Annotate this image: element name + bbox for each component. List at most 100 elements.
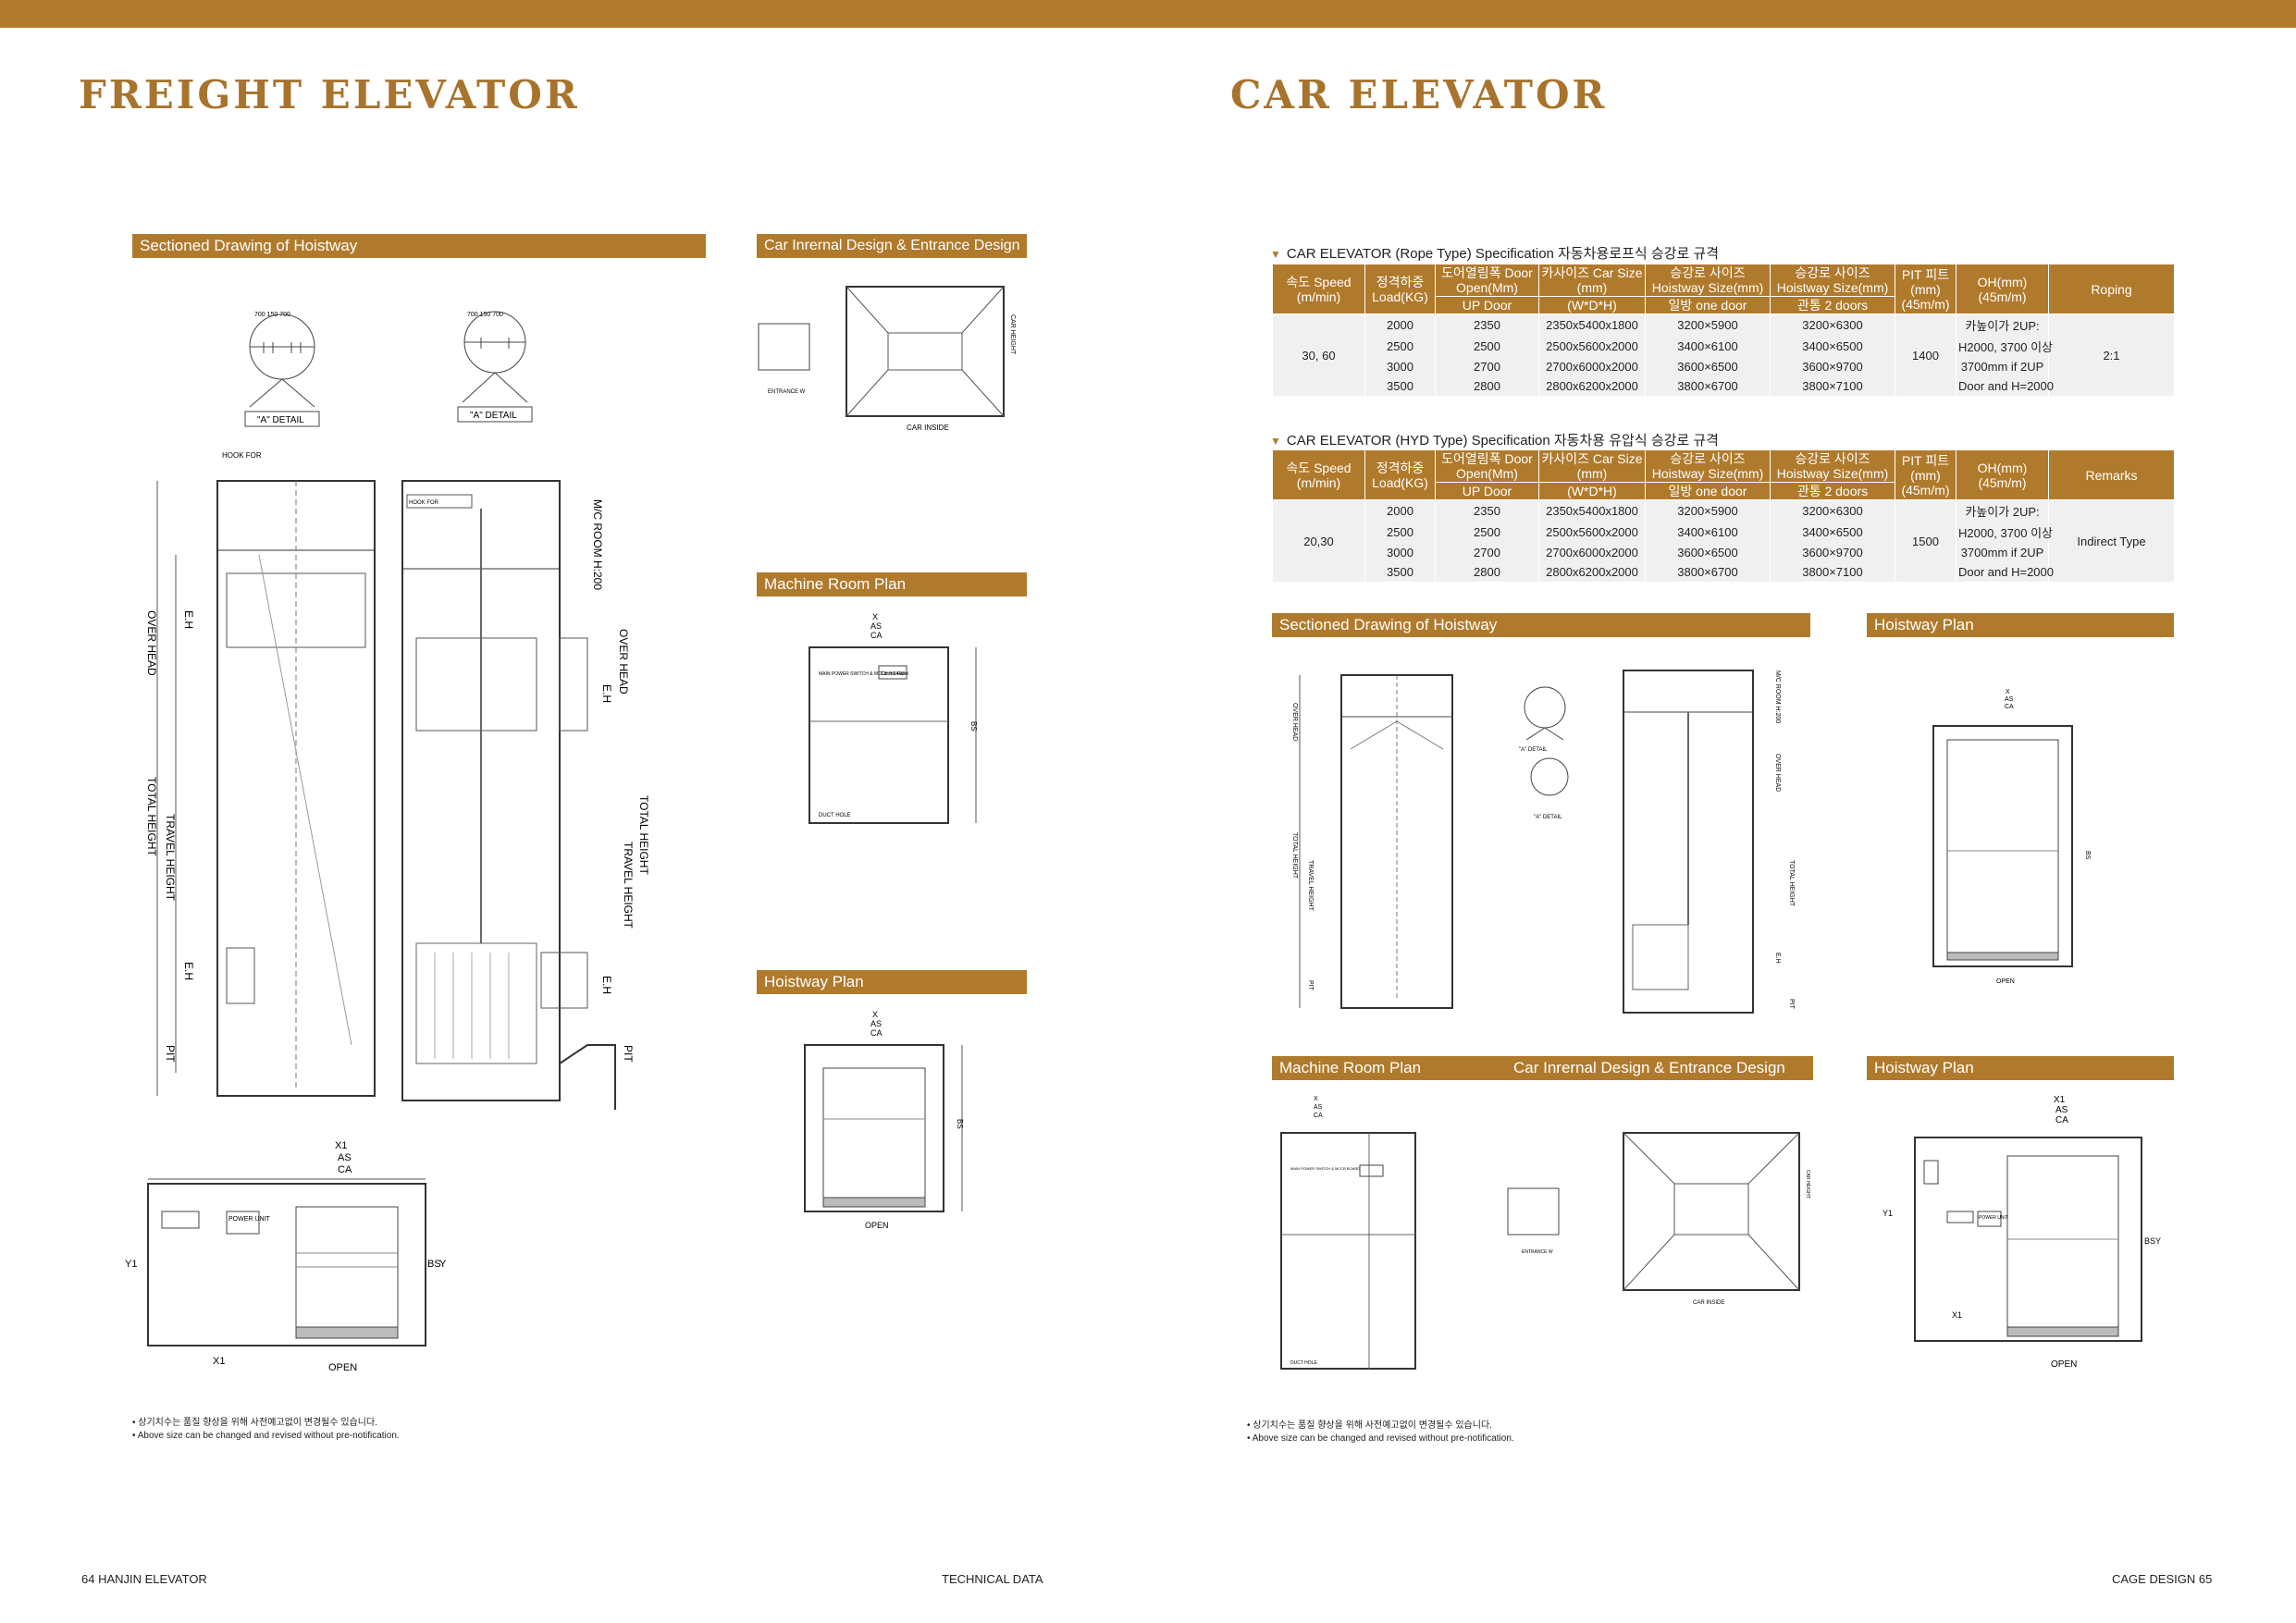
svg-text:OVER HEAD: OVER HEAD (1774, 754, 1781, 792)
car-cell: 2700x6000x2000 (1538, 357, 1646, 376)
svg-text:OPEN: OPEN (328, 1362, 357, 1373)
car-cell: 2800x6200x2000 (1538, 376, 1646, 396)
svg-text:CA: CA (2005, 704, 2014, 710)
svg-text:700 150 700: 700 150 700 (254, 312, 290, 318)
hoist1-cell: 3600×6500 (1645, 357, 1771, 376)
right-note-ko: • 상기치수는 품질 향상을 위해 사전예고없이 변경될수 있습니다. (1247, 1420, 1492, 1431)
footer-center: TECHNICAL DATA (942, 1572, 1043, 1586)
left-machine-room-header: Machine Room Plan (757, 572, 1027, 596)
hdr-door: 도어열림폭 Door Open(Mm) (1435, 449, 1539, 483)
svg-text:DUCT HOLE: DUCT HOLE (819, 813, 851, 818)
left-note-en: • Above size can be changed and revised … (132, 1431, 400, 1441)
oh-cell: 카높이가 2UP: (1956, 499, 2049, 522)
hdr-hoist2: 승강로 사이즈 Hoistway Size(mm) (1770, 449, 1895, 483)
hoist1-cell: 3600×6500 (1645, 543, 1771, 562)
right-sectioned-header: Sectioned Drawing of Hoistway (1272, 613, 1810, 637)
left-hoistway-plan-header: Hoistway Plan (757, 970, 1027, 994)
speed-cell: 20,30 (1272, 499, 1365, 582)
car-cell: 2700x6000x2000 (1538, 543, 1646, 562)
roping-cell: 2:1 (2048, 314, 2175, 396)
table-row: 2500 2500 2500x5600x2000 3400×6100 3400×… (1273, 336, 2175, 357)
table-row: 3000 2700 2700x6000x2000 3600×6500 3600×… (1273, 357, 2175, 376)
car-elevator-title: CAR ELEVATOR (1230, 72, 1608, 117)
door-cell: 2700 (1435, 357, 1539, 376)
svg-text:CA: CA (1314, 1113, 1323, 1119)
svg-text:HOOK FOR: HOOK FOR (222, 451, 262, 460)
table-row: 30, 60 2000 2350 2350x5400x1800 3200×590… (1272, 314, 2175, 396)
remarks-cell: Indirect Type (2048, 499, 2175, 582)
svg-text:MAIN POWER SWITCH & MCCB BOARD: MAIN POWER SWITCH & MCCB BOARD (1290, 1166, 1360, 1171)
hoist2-cell: 3400×6500 (1770, 336, 1895, 357)
hoist1-cell: 3400×6100 (1645, 522, 1771, 543)
svg-text:OVER HEAD: OVER HEAD (145, 610, 158, 676)
car-cell: 2500x5600x2000 (1538, 522, 1646, 543)
right-hoistway-plan-header: Hoistway Plan (1867, 613, 2174, 637)
triangle-icon: ▼ (1270, 248, 1281, 261)
triangle-icon: ▼ (1270, 435, 1281, 448)
svg-text:Y: Y (2155, 1236, 2161, 1246)
oh-cell: 3700mm if 2UP (1956, 543, 2049, 562)
pit-cell: 1400 (1895, 314, 1957, 396)
oh-cell: H2000, 3700 이상 (1956, 522, 2053, 543)
table-row: 2500 2500 2500x5600x2000 3400×6100 3400×… (1273, 522, 2175, 543)
door-cell: 2350 (1435, 499, 1539, 522)
hdr-car: 카사이즈 Car Size (mm) (1538, 264, 1646, 297)
hoist2-cell: 3200×6300 (1770, 314, 1895, 336)
svg-text:700 150 700: 700 150 700 (467, 312, 503, 318)
door-cell: 2800 (1435, 376, 1539, 396)
hoist2-cell: 3600×9700 (1770, 543, 1895, 562)
freight-hoistway-plan-small: X AS CA OPEN BS (796, 1008, 1018, 1239)
hoist1-cell: 3400×6100 (1645, 336, 1771, 357)
svg-text:BS: BS (2144, 1236, 2155, 1246)
hdr-load: 정격하중 Load(KG) (1364, 449, 1436, 500)
hyd-table-title: ▼CAR ELEVATOR (HYD Type) Specification 자… (1270, 430, 1719, 449)
right-note: • 상기치수는 품질 향상을 위해 사전예고없이 변경될수 있습니다. • Ab… (1247, 1420, 1514, 1445)
svg-text:"A" DETAIL: "A" DETAIL (1519, 747, 1548, 753)
door-cell: 2700 (1435, 543, 1539, 562)
a-detail-drawing-1: 700 150 700 "A" DETAIL (213, 305, 416, 435)
right-hoistway-plan2-header: Hoistway Plan (1867, 1056, 2174, 1080)
svg-text:X1: X1 (335, 1140, 347, 1151)
svg-text:M/C ROOM H:200: M/C ROOM H:200 (591, 499, 604, 590)
svg-text:TOTAL HEIGHT: TOTAL HEIGHT (1291, 832, 1298, 879)
load-cell: 2000 (1364, 314, 1436, 336)
hoist2-cell: 3600×9700 (1770, 357, 1895, 376)
svg-text:E.H: E.H (182, 962, 195, 980)
car-cell: 2350x5400x1800 (1538, 314, 1646, 336)
svg-text:CAR HEIGHT: CAR HEIGHT (1009, 314, 1016, 355)
svg-text:Control Panel: Control Panel (881, 671, 908, 677)
hdr-hoist2-sub: 관통 2 doors (1770, 482, 1895, 500)
a-detail-drawing-2: 700 150 700 "A" DETAIL (435, 305, 638, 435)
hoist2-cell: 3200×6300 (1770, 499, 1895, 522)
svg-text:OPEN: OPEN (1996, 978, 2015, 985)
footer-left: 64 HANJIN ELEVATOR (81, 1572, 207, 1586)
oh-cell: Door and H=2000 (1956, 376, 2054, 396)
svg-text:TOTAL HEIGHT: TOTAL HEIGHT (145, 777, 158, 856)
svg-text:BS: BS (956, 1119, 964, 1129)
svg-text:TRAVEL HEIGHT: TRAVEL HEIGHT (164, 814, 177, 902)
car-machine-room-drawing: X AS CA MAIN POWER SWITCH & MCCB BOARD D… (1277, 1091, 1425, 1387)
hdr-speed: 속도 Speed (m/min) (1272, 264, 1365, 314)
svg-text:Y1: Y1 (125, 1259, 137, 1270)
table-row: 3500 2800 2800x6200x2000 3800×6700 3800×… (1273, 376, 2175, 396)
svg-text:"A" DETAIL: "A" DETAIL (470, 411, 517, 421)
hdr-car: 카사이즈 Car Size (mm) (1538, 449, 1646, 483)
hdr-load: 정격하중 Load(KG) (1364, 264, 1436, 314)
load-cell: 3500 (1364, 376, 1436, 396)
svg-text:DUCT HOLE: DUCT HOLE (1290, 1360, 1317, 1366)
hoist2-cell: 3800×7100 (1770, 376, 1895, 396)
speed-cell: 30, 60 (1272, 314, 1365, 396)
hdr-car-sub: (W*D*H) (1538, 296, 1646, 314)
svg-text:TOTAL HEIGHT: TOTAL HEIGHT (1788, 860, 1795, 907)
svg-text:CAR INSIDE: CAR INSIDE (1693, 1300, 1724, 1306)
freight-section-drawing-2: HOOK FOR M/C ROOM H:200 OVER HEAD E.H TO… (398, 472, 657, 1110)
table-row: 3500 2800 2800x6200x2000 3800×6700 3800×… (1273, 562, 2175, 582)
hdr-door-sub: UP Door (1435, 296, 1539, 314)
hdr-door: 도어열림폭 Door Open(Mm) (1435, 264, 1539, 297)
svg-text:Y1: Y1 (1882, 1209, 1893, 1218)
hoist1-cell: 3800×6700 (1645, 562, 1771, 582)
left-note: • 상기치수는 품질 향상을 위해 사전예고없이 변경될수 있습니다. • Ab… (132, 1417, 400, 1443)
hdr-hoist1-sub: 일방 one door (1645, 482, 1771, 500)
svg-text:AS: AS (870, 1019, 882, 1028)
svg-text:X1: X1 (213, 1356, 225, 1367)
